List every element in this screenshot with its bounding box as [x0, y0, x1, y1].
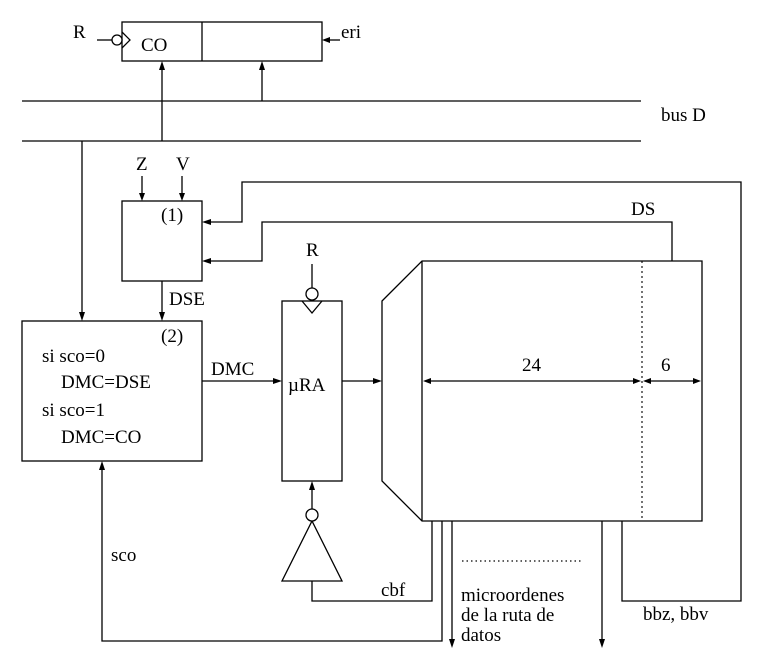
flag-v-label: V: [176, 154, 190, 175]
eri-label: eri: [341, 22, 361, 43]
eri-arrowhead: [322, 37, 330, 43]
rule-sco0: si sco=0: [42, 346, 105, 367]
flag-z-label: Z: [136, 154, 148, 175]
rule-dmc-co: DMC=CO: [61, 427, 141, 448]
rule-dmc-dse: DMC=DSE: [61, 372, 151, 393]
ds-feedback-line: [210, 221, 673, 262]
dse-arrowhead: [159, 312, 165, 321]
dmc-arrowhead: [273, 378, 282, 384]
mura-register: [281, 300, 343, 482]
microorders-label-3: datos: [461, 625, 501, 646]
width24-label: 24: [522, 355, 542, 376]
width6-label: 6: [661, 355, 671, 376]
sco-label: sco: [111, 545, 136, 566]
width6-arrowhead-left: [643, 378, 651, 384]
bus-to-co-arrowhead: [159, 61, 165, 70]
flag-v-arrowhead: [179, 193, 185, 201]
reset-label-top: R: [73, 22, 86, 43]
bbz-label: bbz, bbv: [643, 604, 709, 625]
sco-arrowhead: [99, 461, 105, 470]
co-label: CO: [141, 35, 167, 56]
dmc-label: DMC: [211, 359, 254, 380]
microorder-first-arrowhead: [449, 639, 455, 648]
sco-line: [101, 469, 443, 642]
inverter-to-mura-arrowhead: [309, 481, 315, 490]
reset-bubble-icon: [111, 34, 123, 46]
flag-z-arrowhead: [139, 193, 145, 201]
block2-label: (2): [161, 326, 183, 347]
co-register: [121, 21, 323, 62]
width24-arrowhead-left: [423, 378, 431, 384]
rule-sco1: si sco=1: [42, 400, 105, 421]
microorders-label-2: de la ruta de: [461, 605, 554, 626]
width24-arrowhead-right: [633, 378, 641, 384]
block1-label: (1): [161, 205, 183, 226]
bus-to-block2-arrowhead: [79, 312, 85, 321]
clock-triangle-icon: [121, 31, 131, 49]
dse-label: DSE: [169, 289, 205, 310]
inverter-bubble-icon: [305, 508, 319, 522]
bbz-feedback-line: [210, 181, 742, 602]
width6-arrowhead-right: [693, 378, 701, 384]
bus-label: bus D: [661, 105, 706, 126]
cbf-line: [311, 521, 433, 602]
ds-label: DS: [631, 199, 655, 220]
mura-to-mem-arrowhead: [373, 378, 382, 384]
bbz-feedback-arrowhead: [202, 219, 211, 225]
microprogram-memory: [381, 260, 703, 522]
inverter-triangle: [280, 519, 344, 582]
cbf-label: cbf: [381, 580, 406, 601]
microorders-label-1: microordenes: [461, 585, 564, 606]
block2-box: [21, 320, 203, 462]
mura-reset-bubble-icon: [305, 287, 319, 301]
microorder-last-arrowhead: [599, 639, 605, 648]
mura-label: µRA: [288, 375, 326, 396]
ds-feedback-arrowhead: [202, 258, 211, 264]
mura-reset-label: R: [306, 240, 319, 261]
mura-clock-triangle-icon: [301, 300, 323, 315]
bus-to-reg-arrowhead: [259, 61, 265, 70]
